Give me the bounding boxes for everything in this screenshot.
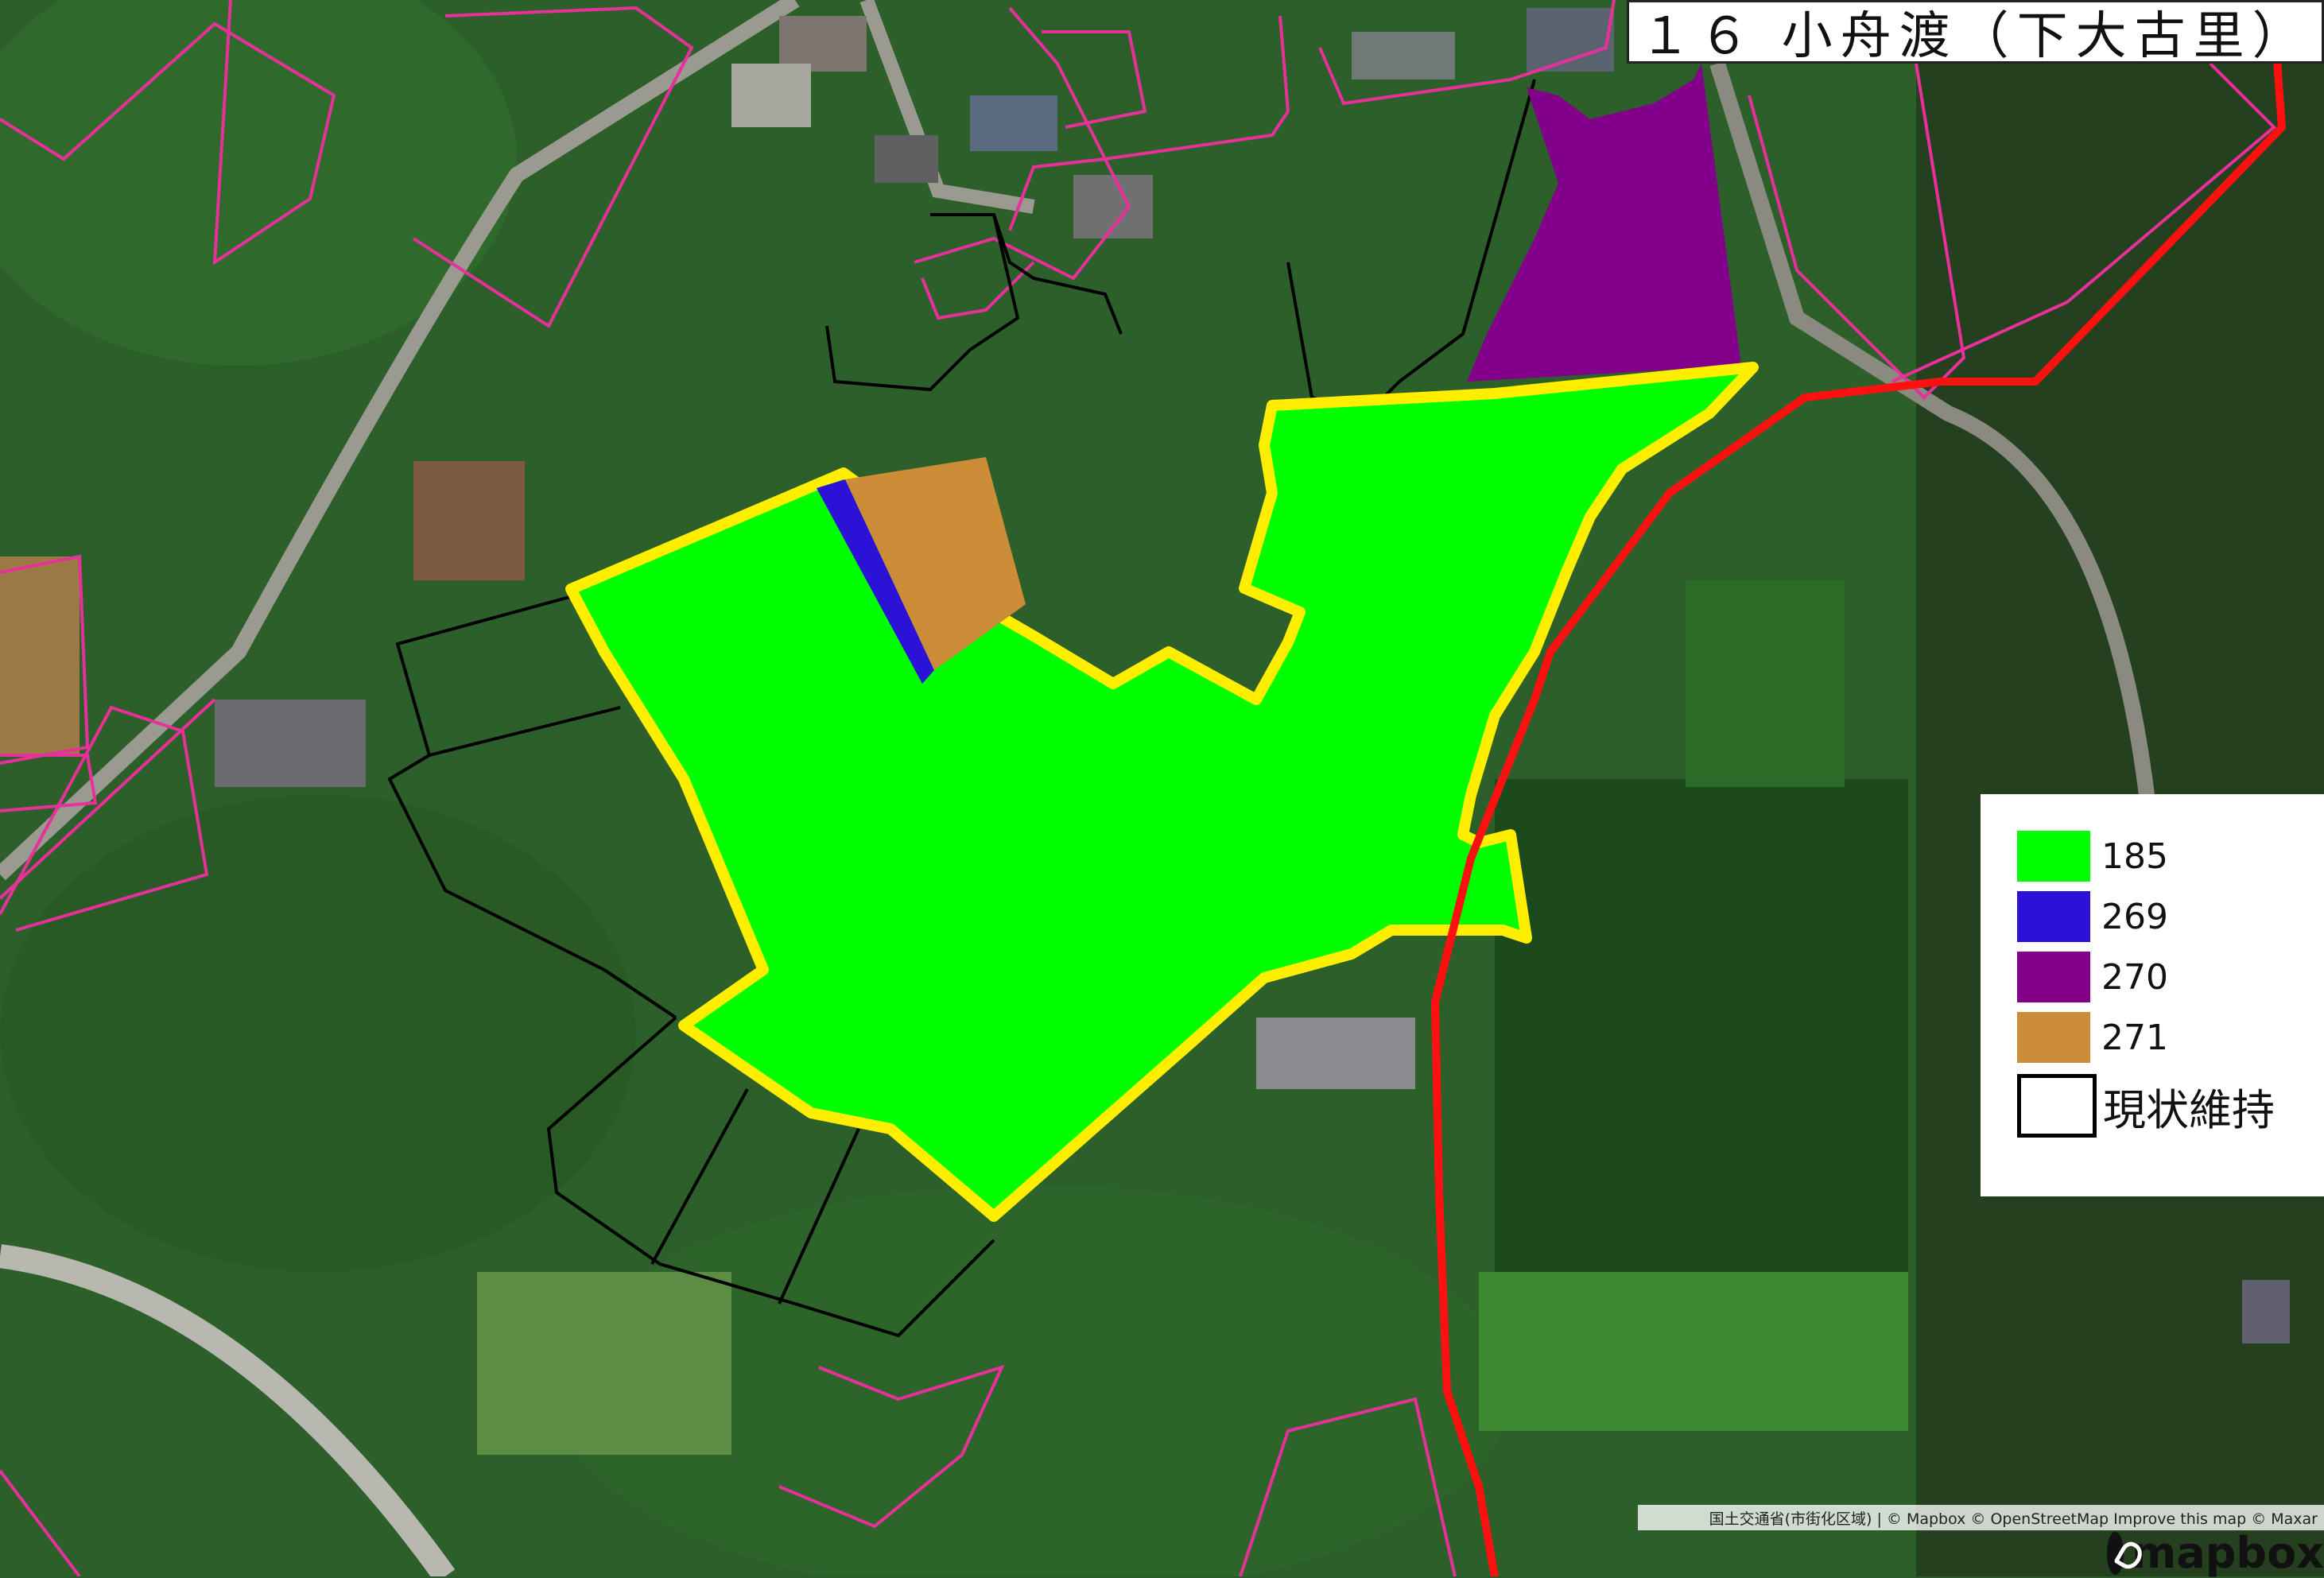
imagery-field — [1479, 1272, 1908, 1431]
legend-label: 185 — [2101, 836, 2168, 877]
parcel-outline — [914, 157, 1131, 281]
parcel-outline — [0, 0, 336, 266]
keep-parcel-outline — [395, 595, 621, 758]
keep-parcel-outline — [650, 1088, 749, 1265]
imagery-road — [1709, 61, 2155, 797]
imagery-building — [779, 16, 867, 72]
legend-item-269: 269 — [2017, 886, 2324, 947]
imagery-road — [0, 1244, 456, 1576]
legend-swatch — [2017, 891, 2090, 942]
parcel-outline — [1891, 62, 2276, 383]
imagery-field — [0, 556, 80, 755]
parcel-outline — [1748, 63, 1966, 400]
parcel-outline — [0, 698, 216, 900]
parcel-outline — [778, 1364, 1005, 1529]
map-legend: 185 269 270 271 現状維持 — [1981, 794, 2324, 1196]
legend-label: 現状維持 — [2103, 1084, 2275, 1135]
mapbox-logo-text: mapbox — [2132, 1528, 2324, 1578]
keep-parcel-outline — [387, 754, 677, 1019]
parcel-outline — [0, 754, 98, 812]
imagery-building — [2242, 1280, 2290, 1343]
parcel-271[interactable] — [845, 457, 1026, 670]
mapbox-icon — [2107, 1531, 2124, 1575]
imagery-road — [859, 0, 1035, 214]
keep-parcel-outline — [546, 1016, 995, 1338]
parcel-269[interactable] — [817, 479, 934, 684]
mapbox-logo[interactable]: mapbox — [2107, 1528, 2324, 1578]
imagery-field — [1686, 580, 1845, 787]
legend-label: 270 — [2101, 956, 2168, 998]
imagery-building — [970, 95, 1057, 151]
parcel-270[interactable] — [1467, 64, 1741, 382]
parcel-outline — [1318, 0, 1616, 106]
keep-parcel-outline — [778, 1128, 860, 1305]
imagery-field — [477, 1272, 731, 1455]
parcel-outline — [1008, 6, 1290, 161]
imagery-road — [0, 0, 800, 881]
legend-swatch — [2017, 1074, 2097, 1138]
parcel-outline — [0, 1469, 81, 1576]
imagery-tree-cluster — [0, 795, 636, 1272]
parcel-outline — [412, 6, 694, 328]
legend-swatch — [2017, 831, 2090, 882]
parcel-outline — [1042, 30, 1147, 129]
imagery-building — [1527, 8, 1614, 72]
legend-label: 269 — [2101, 896, 2168, 937]
parcel-outline — [1239, 1397, 1457, 1576]
legend-swatch — [2017, 1012, 2090, 1063]
legend-item-185: 185 — [2017, 826, 2324, 886]
imagery-building — [215, 700, 366, 787]
map-title: １６ 小舟渡（下大古里） — [1627, 0, 2324, 64]
legend-swatch — [2017, 952, 2090, 1002]
keep-parcel-outline — [992, 214, 1123, 335]
legend-item-270: 270 — [2017, 947, 2324, 1007]
parcel-outlines — [0, 0, 2276, 1576]
imagery-building — [1352, 32, 1455, 79]
imagery-building — [875, 135, 938, 183]
parcel-outline — [0, 705, 209, 932]
imagery-building — [1256, 1018, 1415, 1089]
map-attribution[interactable]: 国土交通省(市街化区域) | © Mapbox © OpenStreetMap … — [1638, 1505, 2324, 1530]
imagery-tree-cluster — [0, 0, 517, 366]
imagery-building — [731, 64, 811, 127]
imagery-field — [1495, 779, 1908, 1272]
legend-label: 271 — [2101, 1017, 2168, 1058]
legend-item-keep: 現状維持 — [2017, 1068, 2324, 1144]
imagery-field — [413, 461, 525, 580]
legend-item-271: 271 — [2017, 1007, 2324, 1068]
boundary-line — [1431, 12, 2286, 1576]
